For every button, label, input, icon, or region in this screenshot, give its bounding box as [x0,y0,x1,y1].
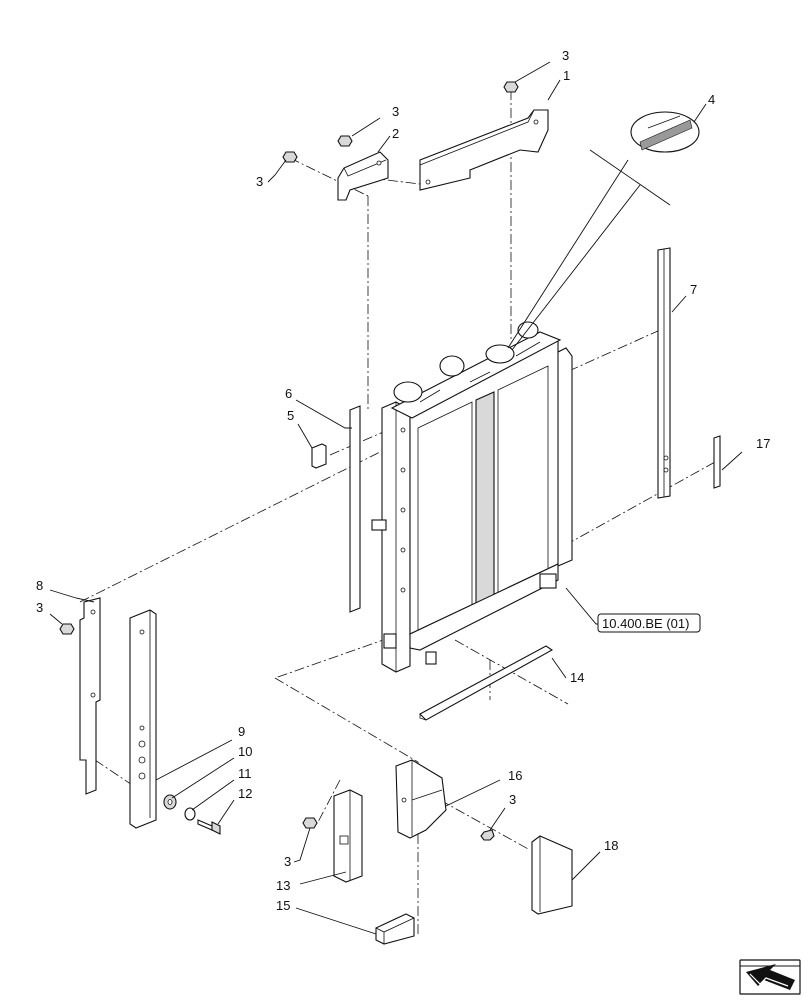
callout-3: 3 [562,48,569,63]
part-14-seal [419,645,554,721]
part-9-bar [129,609,157,829]
part-18-cover [531,835,573,915]
radiator-assembly [371,321,573,673]
part-8-side-plate [79,597,101,795]
part-6-strip [349,405,361,613]
callout-3: 3 [284,854,291,869]
reference-label[interactable]: 10.400.BE (01) [602,616,689,631]
bolt-3-top-right [503,81,519,93]
callout-8: 8 [36,578,43,593]
part-13-plate [333,789,363,883]
bolt-3-bracket [480,829,495,841]
bolt-3-side-plate [59,623,75,635]
callout-2: 2 [392,126,399,141]
decal-location-lines [507,149,671,351]
callout-labels: 3 1 3 2 3 4 6 5 7 17 8 3 9 10 11 12 14 1… [36,48,770,913]
callout-5: 5 [287,408,294,423]
next-page-arrow-icon[interactable] [739,959,801,995]
part-4-decal [630,111,700,153]
part-10-washer [163,794,177,810]
callout-18: 18 [604,838,618,853]
bolt-3-upper [337,135,353,147]
callout-17: 17 [756,436,770,451]
callout-15: 15 [276,898,290,913]
part-5-pad [311,443,327,469]
callout-3: 3 [36,600,43,615]
callout-7: 7 [690,282,697,297]
part-16-bracket [395,759,447,839]
callout-16: 16 [508,768,522,783]
callout-6: 6 [285,386,292,401]
part-11-lock-washer [184,807,196,821]
part-12-bolt [197,819,221,835]
part-15-block [375,913,415,945]
part-7-strip [657,247,671,499]
callout-11: 11 [238,766,252,781]
callout-3: 3 [392,104,399,119]
bolt-3-plate [302,817,318,829]
part-17-strip [713,435,721,489]
part-2-small-bracket [337,151,389,201]
leader-lines [49,61,743,935]
callout-3: 3 [256,174,263,189]
part-1-top-bracket [419,109,549,191]
callout-4: 4 [708,92,715,107]
callout-14: 14 [570,670,584,685]
reference-link-10-400-be[interactable]: 10.400.BE (01) [597,613,701,633]
callout-12: 12 [238,786,252,801]
callout-13: 13 [276,878,290,893]
bolt-3-left [282,151,298,163]
callout-9: 9 [238,724,245,739]
callout-3: 3 [509,792,516,807]
callout-1: 1 [563,68,570,83]
callout-10: 10 [238,744,252,759]
